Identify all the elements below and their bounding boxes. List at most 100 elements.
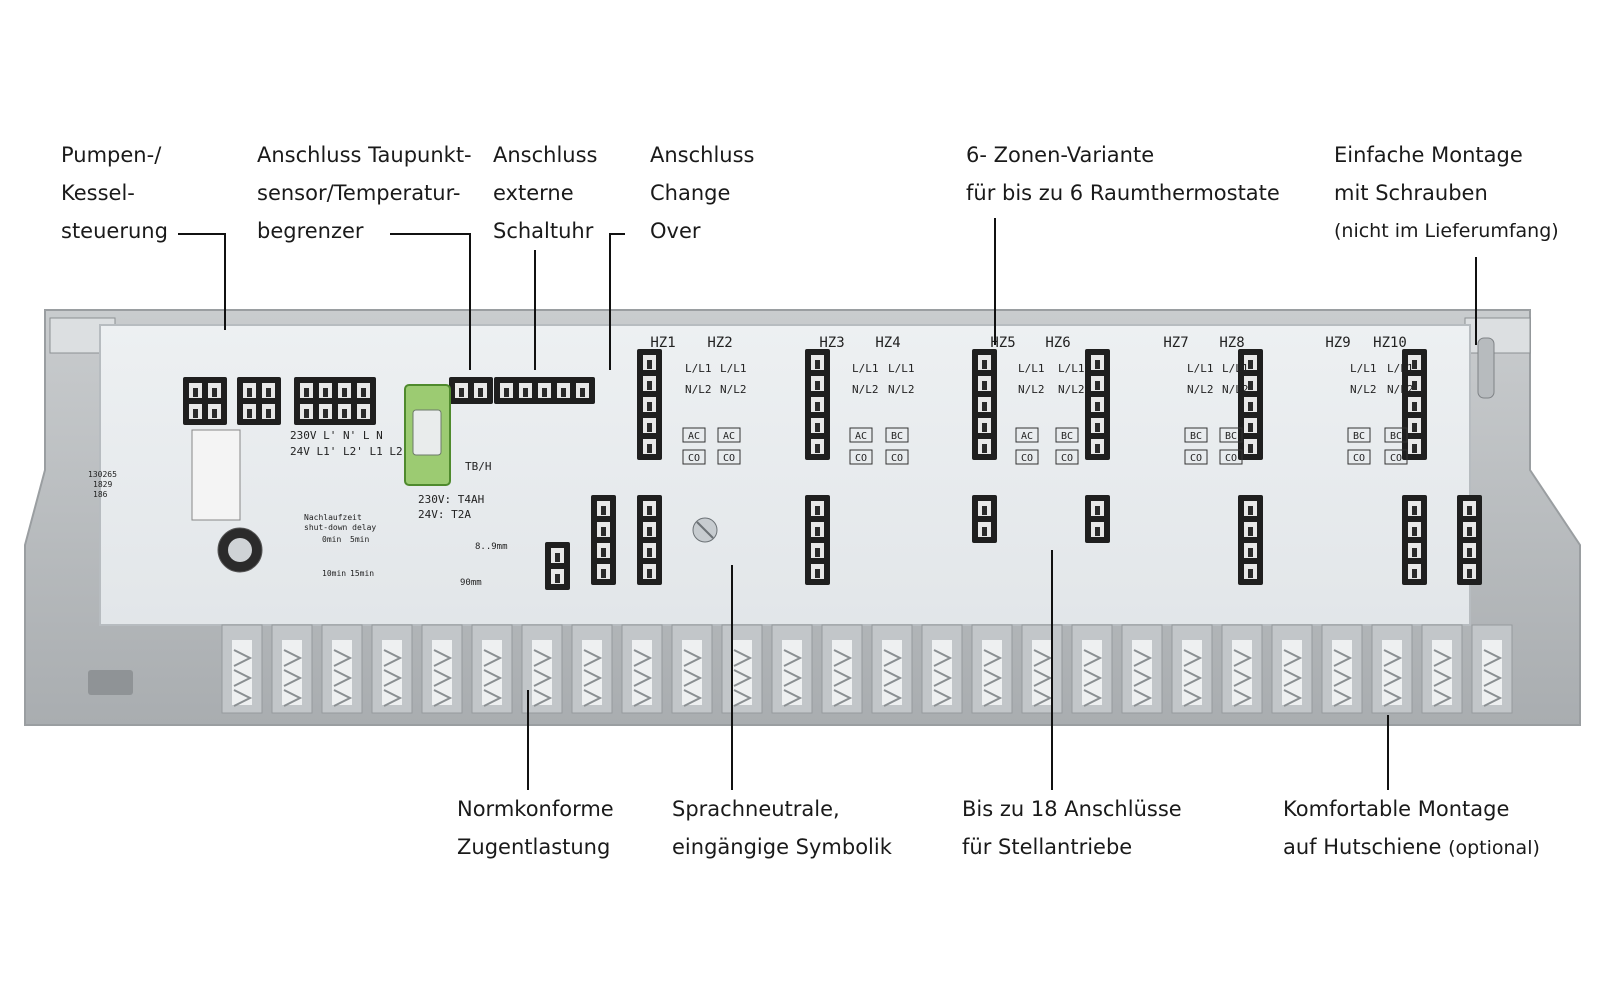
comb-slot xyxy=(1221,624,1263,714)
row-label-n: N/L2 xyxy=(720,383,747,396)
row-label-l: L/L1 xyxy=(1187,362,1214,375)
zone-label-hz6: HZ6 xyxy=(1045,335,1070,351)
screw-slot xyxy=(1477,337,1495,399)
fuse-label-230v: 230V: T4AH xyxy=(418,493,484,506)
badge-co: CO xyxy=(1190,453,1202,464)
row-label-n: N/L2 xyxy=(685,383,712,396)
zone-label-hz8: HZ8 xyxy=(1219,335,1244,351)
row-label-n: N/L2 xyxy=(1058,383,1085,396)
badge-co: CO xyxy=(1061,453,1073,464)
comb-slot xyxy=(1321,624,1363,714)
badge-ac: AC xyxy=(723,431,735,442)
serial-2: 1829 xyxy=(93,480,112,489)
callout-lines xyxy=(178,218,1477,790)
comb-slot xyxy=(1171,624,1213,714)
terminal-power xyxy=(294,377,376,425)
zone-label-hz7: HZ7 xyxy=(1163,335,1188,351)
din-slot-left xyxy=(88,670,133,695)
strip-length-label: 8..9mm xyxy=(475,542,508,552)
terminal-dewpoint xyxy=(449,377,493,404)
row-label-n: N/L2 xyxy=(852,383,879,396)
badge-ac: AC xyxy=(1021,431,1033,442)
comb-slot xyxy=(1021,624,1063,714)
comb-slot xyxy=(1471,624,1513,714)
comb-slot xyxy=(1121,624,1163,714)
badge-co: CO xyxy=(1353,453,1365,464)
comb-slot xyxy=(821,624,863,714)
zone-label-hz2: HZ2 xyxy=(707,335,732,351)
row-label-n: N/L2 xyxy=(1350,383,1377,396)
comb-slot xyxy=(571,624,613,714)
strip-total-label: 90mm xyxy=(460,578,482,588)
comb-slot xyxy=(1421,624,1463,714)
comb-slot xyxy=(1071,624,1113,714)
terminal-zone-column-3 xyxy=(972,349,997,460)
row-label-l: L/L1 xyxy=(1222,362,1249,375)
label-symbolism: Sprachneutrale, eingängige Symbolik xyxy=(672,797,892,859)
badge-bc: BC xyxy=(1061,431,1073,442)
terminal-actuator-a xyxy=(591,495,616,585)
comb-slot xyxy=(1271,624,1313,714)
row-label-l: L/L1 xyxy=(1058,362,1085,375)
tb-label: TB/H xyxy=(465,460,492,473)
terminal-actuator-c xyxy=(545,542,570,590)
zone-label-hz4: HZ4 xyxy=(875,335,900,351)
badge-bc: BC xyxy=(1353,431,1365,442)
zone-label-hz9: HZ9 xyxy=(1325,335,1350,351)
terminal-ground xyxy=(237,377,281,425)
terminal-zone-column-5 xyxy=(1402,349,1427,460)
delay-opt-15: 15min xyxy=(350,569,374,578)
comb-slot xyxy=(271,624,313,714)
badge-ac: AC xyxy=(688,431,700,442)
serial-3: 186 xyxy=(93,490,108,499)
badge-bc: BC xyxy=(1390,431,1402,442)
row-label-n: N/L2 xyxy=(1387,383,1414,396)
label-dewpoint-sensor: Anschluss Taupunkt- sensor/Temperatur- b… xyxy=(257,143,472,243)
comb-slot xyxy=(621,624,663,714)
row-label-l: L/L1 xyxy=(685,362,712,375)
label-screw-mounting: Einfache Montage mit Schrauben (nicht im… xyxy=(1334,143,1559,242)
mounting-tab-right xyxy=(1464,317,1531,354)
terminal-actuator-i xyxy=(1457,495,1482,585)
comb-slot xyxy=(221,624,263,714)
delay-opt-10: 10min xyxy=(322,569,346,578)
label-external-timer: Anschluss externe Schaltuhr xyxy=(493,143,598,243)
row-label-n: N/L2 xyxy=(1222,383,1249,396)
comb-slot xyxy=(771,624,813,714)
label-change-over: Anschluss Change Over xyxy=(650,143,755,243)
comb-slot xyxy=(371,624,413,714)
row-label-n: N/L2 xyxy=(1187,383,1214,396)
badge-co: CO xyxy=(891,453,903,464)
badge-ac: AC xyxy=(855,431,867,442)
terminal-actuator-g xyxy=(1238,495,1263,585)
power-label-24v: 24V L1' L2' L1 L2 xyxy=(290,445,403,458)
label-zone-variant: 6- Zonen-Variante für bis zu 6 Raumtherm… xyxy=(966,143,1280,205)
badge-co: CO xyxy=(688,453,700,464)
row-label-l: L/L1 xyxy=(888,362,915,375)
comb-slot xyxy=(1371,624,1413,714)
delay-title-de: Nachlaufzeit xyxy=(304,513,362,522)
comb-slot xyxy=(471,624,513,714)
pcb xyxy=(99,324,1471,626)
badge-co: CO xyxy=(723,453,735,464)
comb-slot xyxy=(721,624,763,714)
badge-bc: BC xyxy=(1190,431,1202,442)
badge-co: CO xyxy=(1225,453,1237,464)
terminal-timer-changeover xyxy=(494,377,595,404)
label-pump-control: Pumpen-/ Kessel- steuerung xyxy=(61,143,168,243)
terminal-actuator-h xyxy=(1402,495,1427,585)
terminal-actuator-f xyxy=(1085,495,1110,543)
zone-label-hz1: HZ1 xyxy=(650,335,675,351)
delay-opt-0: 0min xyxy=(322,535,341,544)
label-actuator-connections: Bis zu 18 Anschlüsse für Stellantriebe xyxy=(962,797,1182,859)
delay-title-en: shut-down delay xyxy=(304,523,376,532)
row-label-l: L/L1 xyxy=(852,362,879,375)
comb-slot xyxy=(921,624,963,714)
terminal-actuator-e xyxy=(972,495,997,543)
terminal-zone-column-4 xyxy=(1238,349,1263,460)
delay-opt-5: 5min xyxy=(350,535,369,544)
badge-co: CO xyxy=(1390,453,1402,464)
strain-relief-comb xyxy=(221,624,1513,714)
row-label-l: L/L1 xyxy=(1350,362,1377,375)
